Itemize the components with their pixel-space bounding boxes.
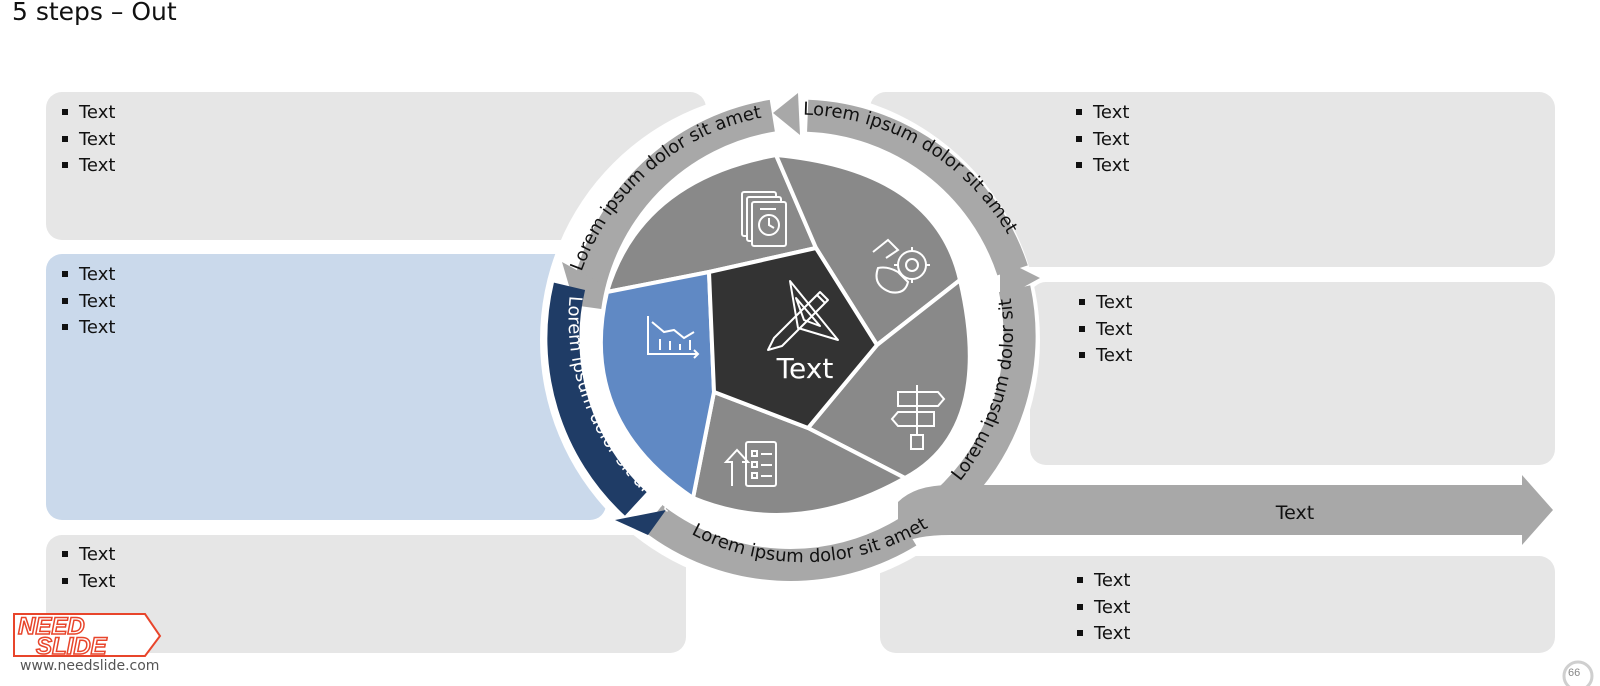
slide-title: 5 steps – Out bbox=[12, 0, 177, 26]
list-item: Text bbox=[60, 569, 115, 596]
list-item: Text bbox=[60, 289, 115, 316]
panel-middle-right bbox=[1030, 282, 1555, 465]
page-number: 66 bbox=[1568, 667, 1581, 679]
list-middle-left: Text Text Text bbox=[60, 262, 115, 342]
out-arrow-label: Text bbox=[1275, 502, 1314, 524]
list-top-right: Text Text Text bbox=[1074, 100, 1129, 180]
panel-middle-left bbox=[46, 254, 606, 520]
hand-gear-icon bbox=[872, 238, 930, 294]
list-item: Text bbox=[1077, 317, 1132, 344]
arc-top-right bbox=[806, 99, 1028, 276]
arc-top-left bbox=[569, 99, 776, 310]
list-item: Text bbox=[60, 315, 115, 342]
center-label: Text bbox=[776, 352, 834, 385]
list-middle-right: Text Text Text bbox=[1077, 290, 1132, 370]
list-item: Text bbox=[1077, 343, 1132, 370]
arc-left bbox=[547, 282, 647, 516]
list-item: Text bbox=[1075, 568, 1130, 595]
list-bottom-left: Text Text bbox=[60, 542, 115, 595]
list-item: Text bbox=[60, 262, 115, 289]
list-item: Text bbox=[1077, 290, 1132, 317]
signpost-icon bbox=[890, 385, 946, 450]
list-top-left: Text Text Text bbox=[60, 100, 115, 180]
pencil-ruler-icon bbox=[767, 280, 839, 351]
list-item: Text bbox=[1075, 621, 1130, 648]
out-arrow bbox=[898, 475, 1553, 545]
segment-5-highlighted bbox=[598, 270, 716, 500]
list-item: Text bbox=[60, 542, 115, 569]
arc-right-arrowhead bbox=[1000, 258, 1040, 300]
arc-left-arrowhead bbox=[615, 510, 666, 535]
page-badge-icon bbox=[1562, 660, 1594, 686]
document-clock-icon bbox=[741, 191, 787, 247]
arc-top-right-arrowhead bbox=[773, 93, 800, 135]
list-item: Text bbox=[60, 127, 115, 154]
svg-text:NEED: NEED bbox=[18, 613, 85, 640]
list-item: Text bbox=[1074, 153, 1129, 180]
arc-right bbox=[933, 285, 1036, 516]
footer-url[interactable]: www.needslide.com bbox=[20, 658, 160, 674]
list-bottom-right: Text Text Text bbox=[1075, 568, 1130, 648]
panel-bottom-right bbox=[880, 556, 1555, 653]
list-item: Text bbox=[60, 153, 115, 180]
list-item: Text bbox=[1074, 127, 1129, 154]
svg-text:SLIDE: SLIDE bbox=[36, 633, 108, 660]
growth-chart-icon bbox=[647, 316, 700, 359]
center-pentagon bbox=[707, 246, 879, 430]
needslide-logo: NEED SLIDE bbox=[13, 612, 162, 661]
list-item: Text bbox=[60, 100, 115, 127]
list-item: Text bbox=[1075, 595, 1130, 622]
arc-bottom bbox=[642, 504, 917, 581]
checklist-icon bbox=[723, 441, 777, 487]
list-item: Text bbox=[1074, 100, 1129, 127]
